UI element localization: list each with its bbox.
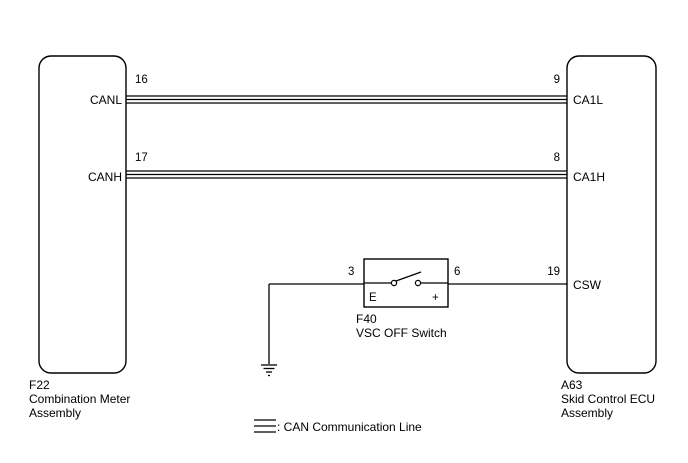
switch-terminal-e: E [369,292,377,304]
switch-pin-6: 6 [454,266,460,278]
ca1l-right-pin: 9 [554,74,560,86]
canl-signal-label: CANL [90,93,122,107]
skid-control-ecu-block [566,55,657,374]
left-component-name-line1: Combination Meter [29,392,130,406]
left-component-name-line2: Assembly [29,406,81,420]
canh-signal-label: CANH [88,170,122,184]
ca1h-signal-label: CA1H [573,170,605,184]
ground-icon [261,364,277,377]
ground-wire [268,283,364,364]
switch-contact-icon [364,271,448,287]
legend-label: : CAN Communication Line [277,420,422,434]
csw-right-pin: 19 [547,266,560,278]
left-component-code: F22 [29,378,50,392]
combination-meter-block [38,55,127,374]
can-high-line [126,170,567,179]
can-line-legend-icon [254,419,276,433]
right-component-name-line1: Skid Control ECU [561,392,655,406]
canl-left-pin: 16 [135,74,148,86]
ca1h-right-pin: 8 [554,152,560,164]
switch-code-label: F40 [356,312,377,326]
switch-pin-3: 3 [348,266,354,278]
ca1l-signal-label: CA1L [573,93,603,107]
canh-left-pin: 17 [135,152,148,164]
can-low-line [126,95,567,104]
right-component-name-line2: Assembly [561,406,613,420]
csw-signal-label: CSW [573,278,602,292]
switch-name-label: VSC OFF Switch [356,326,447,340]
switch-terminal-plus: + [432,292,439,304]
right-component-code: A63 [561,378,583,392]
